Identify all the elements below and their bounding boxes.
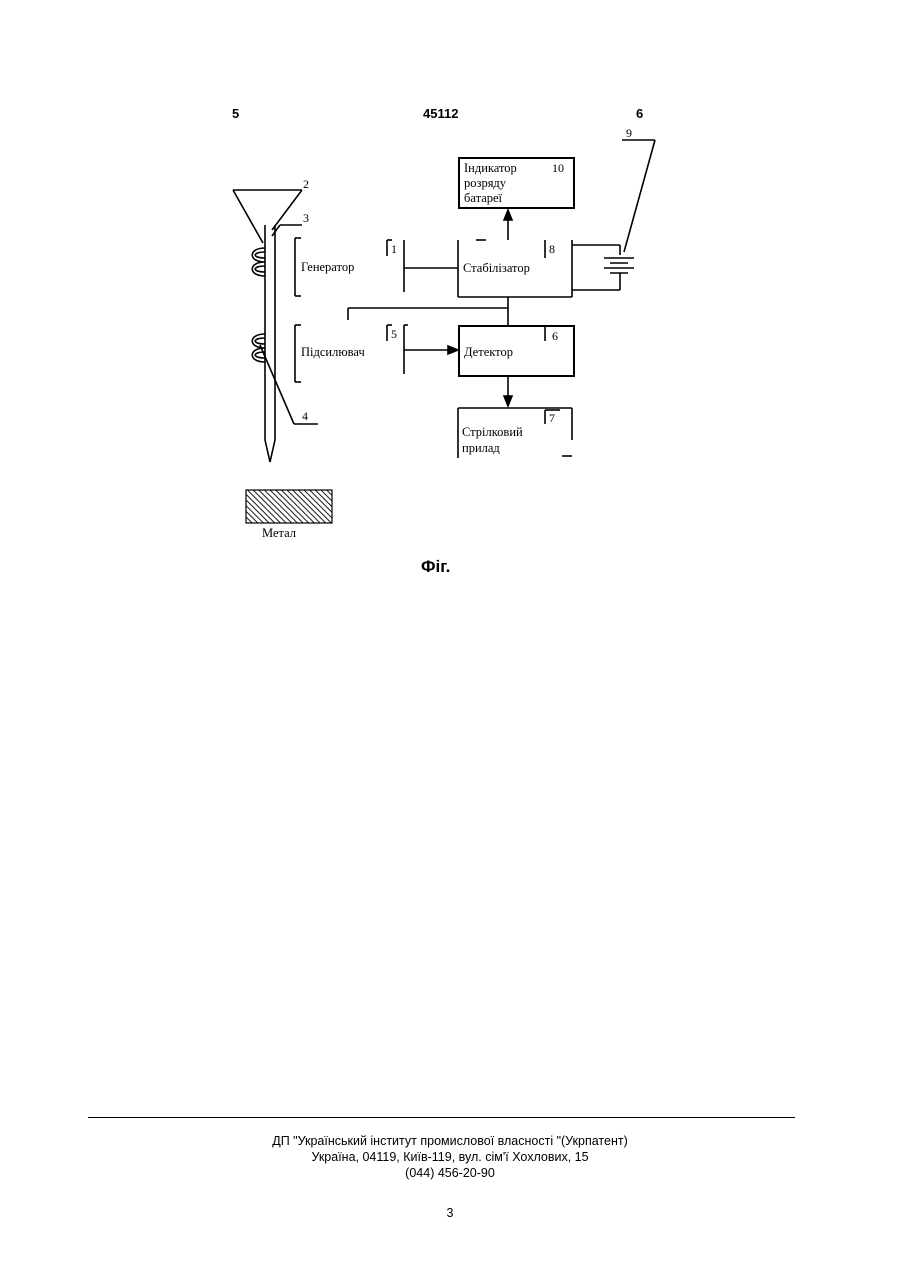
detector-block: Детектор 6	[458, 325, 575, 377]
battery-indicator-block: Індикатор розряду батареї 10	[458, 157, 575, 209]
battery-indicator-line3: батареї	[464, 191, 502, 206]
stabilizer-label: Стабілізатор	[463, 261, 530, 276]
footer-phone: (044) 456-20-90	[0, 1166, 900, 1181]
callout-2: 2	[303, 178, 309, 190]
amplifier-label: Підсилювач	[301, 345, 365, 360]
block-number-1: 1	[391, 243, 397, 255]
callout-9: 9	[626, 127, 632, 139]
battery-indicator-line2: розряду	[464, 176, 506, 191]
detector-label: Детектор	[464, 345, 513, 360]
footer-publisher: ДП "Український інститут промислової вла…	[0, 1134, 900, 1149]
footer-page-number: 3	[0, 1206, 900, 1221]
pointer-device-line2: прилад	[462, 441, 500, 456]
footer-address: Україна, 04119, Київ-119, вул. сім'ї Хох…	[0, 1150, 900, 1165]
battery-indicator-line1: Індикатор	[464, 161, 517, 176]
metal-target	[246, 490, 332, 523]
callout-4: 4	[302, 410, 308, 422]
figure-caption: Фіг.	[421, 557, 450, 577]
pointer-device-line1: Стрілковий	[462, 425, 523, 440]
callout-3: 3	[303, 212, 309, 224]
footer-divider	[88, 1117, 795, 1118]
generator-label: Генератор	[301, 260, 354, 275]
block-number-8: 8	[549, 243, 555, 255]
block-number-7: 7	[549, 412, 555, 424]
block-number-5: 5	[391, 328, 397, 340]
block-number-10: 10	[552, 162, 564, 174]
metal-label: Метал	[262, 526, 296, 541]
block-number-6: 6	[552, 330, 558, 342]
